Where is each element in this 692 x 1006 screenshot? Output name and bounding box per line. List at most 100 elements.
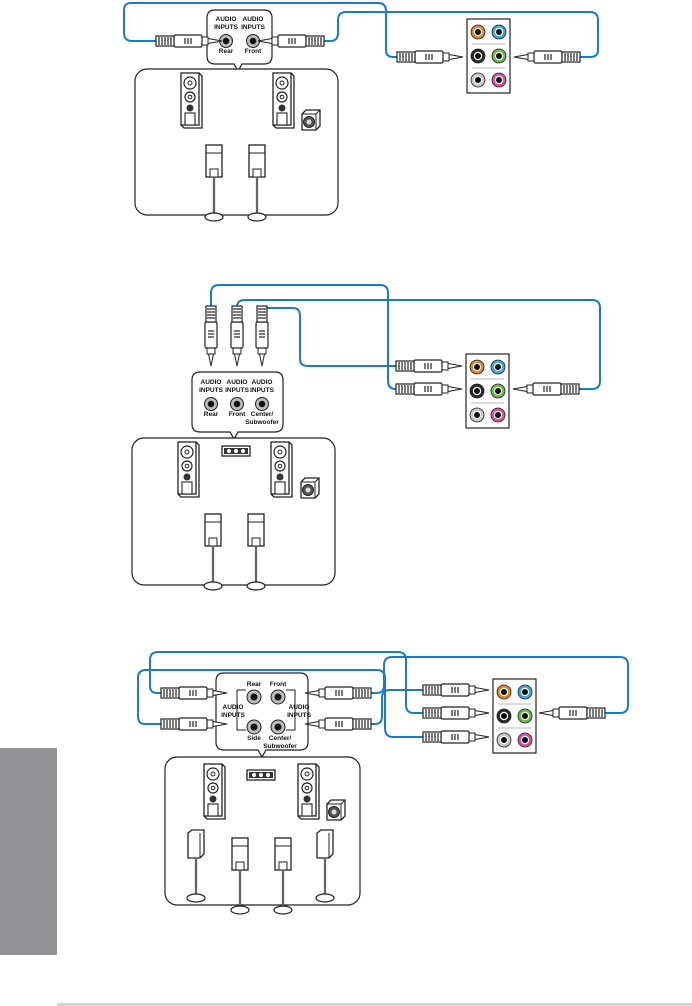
plug-body	[231, 322, 243, 348]
jack-hole	[259, 401, 266, 408]
jack-hole	[495, 388, 501, 394]
speaker-layout-box	[132, 438, 335, 585]
jack-hole	[234, 401, 241, 408]
jack-hole	[501, 737, 507, 743]
port-label-side: Side	[247, 735, 261, 742]
audio-cable	[237, 300, 600, 389]
tower-port	[182, 482, 192, 494]
sat-mount	[209, 538, 217, 546]
audio-plug-icon	[305, 718, 371, 730]
plug-collar	[469, 733, 475, 741]
port-label-center: Center/	[251, 411, 274, 418]
woofer	[301, 768, 313, 780]
audio-plug-icon	[539, 707, 605, 719]
audio-inputs-label: AUDIO	[223, 704, 244, 711]
tower-port	[277, 113, 287, 125]
sat-mount	[279, 862, 287, 870]
sub-cap	[332, 810, 337, 815]
audio-inputs-label: AUDIO	[216, 16, 237, 23]
plug-tip	[448, 364, 462, 369]
plug-collar	[207, 689, 213, 697]
sub-cap	[306, 488, 311, 493]
stand-base	[231, 906, 249, 914]
plug-collar	[272, 37, 278, 45]
subwoofer-icon	[302, 110, 320, 130]
jack-hole	[496, 29, 502, 35]
speaker-layout-box	[135, 69, 338, 215]
jack-hole	[208, 401, 215, 408]
plug-collar	[443, 53, 449, 61]
sat-body	[317, 830, 333, 858]
audio-inputs-label: AUDIO	[289, 704, 310, 711]
audio-plug-icon	[396, 360, 462, 372]
tweeter	[304, 796, 311, 803]
audio-plug-icon	[397, 51, 463, 63]
tower-port	[275, 482, 285, 494]
plug-tip	[448, 387, 462, 392]
stand-base	[316, 894, 334, 902]
audio-plug-icon	[305, 687, 371, 699]
jack-hole	[251, 694, 258, 701]
audio-inputs-label: AUDIO	[243, 16, 264, 23]
tower-port	[185, 113, 195, 125]
mid-driver	[208, 783, 218, 793]
sat-mount	[236, 862, 244, 870]
floor-speaker-icon	[298, 764, 319, 819]
stand-base	[274, 906, 292, 914]
jack-hole	[474, 412, 480, 418]
plug-tip	[475, 688, 489, 693]
rear-io-port-panel	[467, 19, 510, 93]
plug-tip	[260, 354, 265, 366]
port-label-front: Front	[270, 681, 287, 688]
jack-hole	[501, 713, 507, 719]
sat-body	[188, 830, 204, 858]
jack-hole	[522, 737, 528, 743]
plug-collar	[442, 362, 448, 370]
plug-collar	[469, 709, 475, 717]
jack-hole	[475, 77, 481, 83]
chapter-side-tab	[0, 748, 57, 955]
audio-inputs-label: INPUTS	[287, 712, 312, 719]
audio-plug-icon	[396, 383, 462, 395]
jack-hole	[495, 364, 501, 370]
plug-tip	[449, 55, 463, 60]
center-speaker-icon	[247, 770, 275, 780]
plug-collar	[207, 720, 213, 728]
audio-plug-icon	[231, 306, 243, 366]
jack-hole	[275, 694, 282, 701]
audio-cable	[262, 308, 404, 366]
plug-tip	[475, 711, 489, 716]
center-speaker-icon	[222, 446, 250, 456]
plug-body	[256, 322, 268, 348]
audio-plug-icon	[423, 684, 489, 696]
jack-hole	[474, 364, 480, 370]
audio-plug-icon	[256, 306, 268, 366]
woofer	[276, 77, 288, 89]
plug-tip	[514, 55, 528, 60]
plug-collar	[233, 348, 241, 354]
tweeter	[279, 105, 286, 112]
rear-io-port-panel	[493, 679, 536, 753]
audio-plug-icon	[205, 306, 217, 366]
stand-base	[187, 894, 205, 902]
stand-base	[205, 213, 223, 221]
port-label-center: Center/	[269, 735, 292, 742]
jack-hole	[250, 38, 257, 45]
port-label-front: Front	[245, 48, 262, 55]
audio-plug-icon	[513, 383, 579, 395]
parts	[132, 10, 605, 914]
woofer	[181, 446, 193, 458]
tweeter	[277, 474, 284, 481]
center-driver	[241, 449, 246, 454]
port-label-subwoofer: Subwoofer	[245, 419, 279, 426]
audio-cable	[296, 12, 598, 57]
stand-base	[247, 582, 265, 590]
audio-inputs-label: INPUTS	[225, 387, 250, 394]
jack-hole	[475, 53, 481, 59]
plug-body	[205, 322, 217, 348]
audio-plug-icon	[514, 51, 580, 63]
audio-inputs-label: AUDIO	[252, 379, 273, 386]
plug-collar	[553, 709, 559, 717]
tweeter	[184, 474, 191, 481]
port-label-rear: Rear	[219, 48, 234, 55]
